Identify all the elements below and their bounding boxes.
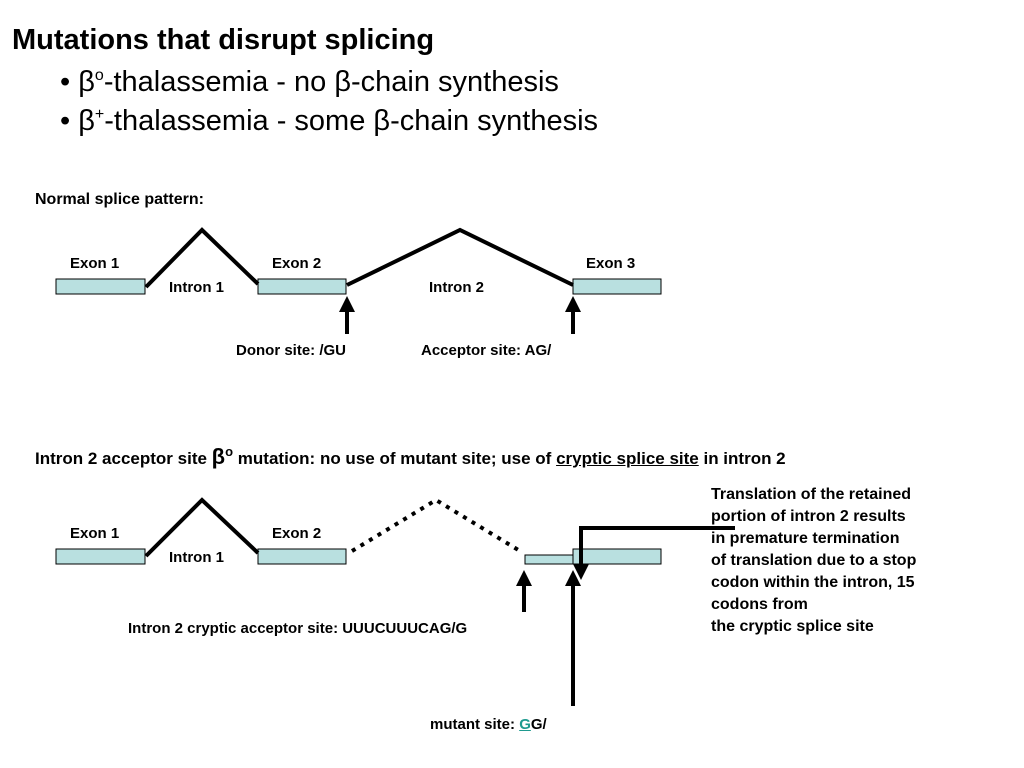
- mutant-exon3-box: [572, 548, 662, 565]
- note-line: Translation of the retained: [711, 486, 912, 503]
- bullet-text: -thalassemia - no: [103, 66, 335, 98]
- beta-superscript: o: [225, 444, 234, 459]
- note-line: codons from: [711, 596, 808, 613]
- mutated-nucleotide: G: [519, 716, 531, 733]
- retained-intron-box: [524, 554, 574, 565]
- bullet-beta-plus: • β+-thalassemia - some β-chain synthesi…: [60, 105, 598, 138]
- bullet-text: -chain synthesis: [390, 105, 599, 137]
- normal-exon3-label: Exon 3: [586, 255, 636, 272]
- bullet-text: -thalassemia - some: [104, 105, 374, 137]
- translation-note: Translation of the retained portion of i…: [711, 484, 1011, 638]
- note-line: codon within the intron, 15: [711, 574, 915, 591]
- mutant-heading: Intron 2 acceptor site βo mutation: no u…: [35, 444, 786, 470]
- normal-intron2-label: Intron 2: [429, 279, 484, 296]
- mutant-site-text: mutant site:: [430, 716, 520, 733]
- beta-symbol: β: [78, 66, 95, 98]
- mutant-intron1-label: Intron 1: [169, 549, 224, 566]
- mutant-heading-text: mutation: no use of mutant site; use of: [233, 449, 557, 468]
- mutant-exon2-box: [257, 548, 347, 565]
- beta-superscript: +: [94, 106, 105, 123]
- mutant-site-label: mutant site: GG/: [430, 716, 547, 733]
- normal-intron1-splice-line: [144, 227, 260, 289]
- mutant-heading-text: in intron 2: [698, 449, 786, 468]
- normal-heading: Normal splice pattern:: [35, 191, 204, 208]
- normal-exon2-box: [257, 278, 347, 295]
- cryptic-splice-site-term: cryptic splice site: [556, 449, 699, 468]
- mutant-exon1-box: [55, 548, 146, 565]
- bullet-beta-zero: • βo-thalassemia - no β-chain synthesis: [60, 66, 559, 99]
- note-line: of translation due to a stop: [711, 552, 917, 569]
- beta-superscript: o: [94, 67, 104, 84]
- note-line: the cryptic splice site: [711, 618, 874, 635]
- note-line: in premature termination: [711, 530, 900, 547]
- slide-title: Mutations that disrupt splicing: [12, 24, 435, 56]
- mutant-exon2-label: Exon 2: [272, 525, 322, 542]
- mutant-heading-text: Intron 2 acceptor site: [35, 449, 212, 468]
- normal-intron1-label: Intron 1: [169, 279, 224, 296]
- acceptor-site-label: Acceptor site: AG/: [421, 342, 552, 359]
- normal-exon1-label: Exon 1: [70, 255, 120, 272]
- mutant-exon1-label: Exon 1: [70, 525, 120, 542]
- bullet-marker: •: [60, 105, 71, 137]
- beta-symbol: β: [334, 66, 351, 98]
- beta-symbol: β: [373, 105, 391, 137]
- note-line: portion of intron 2 results: [711, 508, 906, 525]
- mutant-intron1-splice-line: [144, 497, 260, 558]
- bullet-marker: •: [60, 66, 71, 98]
- bullet-text: -chain synthesis: [351, 66, 559, 98]
- mutant-site-text: G/: [530, 716, 547, 733]
- donor-site-label: Donor site: /GU: [236, 342, 347, 359]
- beta-symbol: β: [211, 444, 226, 469]
- unused-splice-dotted-line: [350, 497, 522, 553]
- stop-codon-callout-line: [573, 526, 735, 580]
- normal-intron2-splice-line: [346, 227, 574, 287]
- normal-exon3-box: [572, 278, 662, 295]
- beta-symbol: β: [78, 105, 95, 137]
- normal-exon1-box: [55, 278, 146, 295]
- cryptic-acceptor-label: Intron 2 cryptic acceptor site: UUUCUUUC…: [128, 620, 468, 637]
- normal-exon2-label: Exon 2: [272, 255, 322, 272]
